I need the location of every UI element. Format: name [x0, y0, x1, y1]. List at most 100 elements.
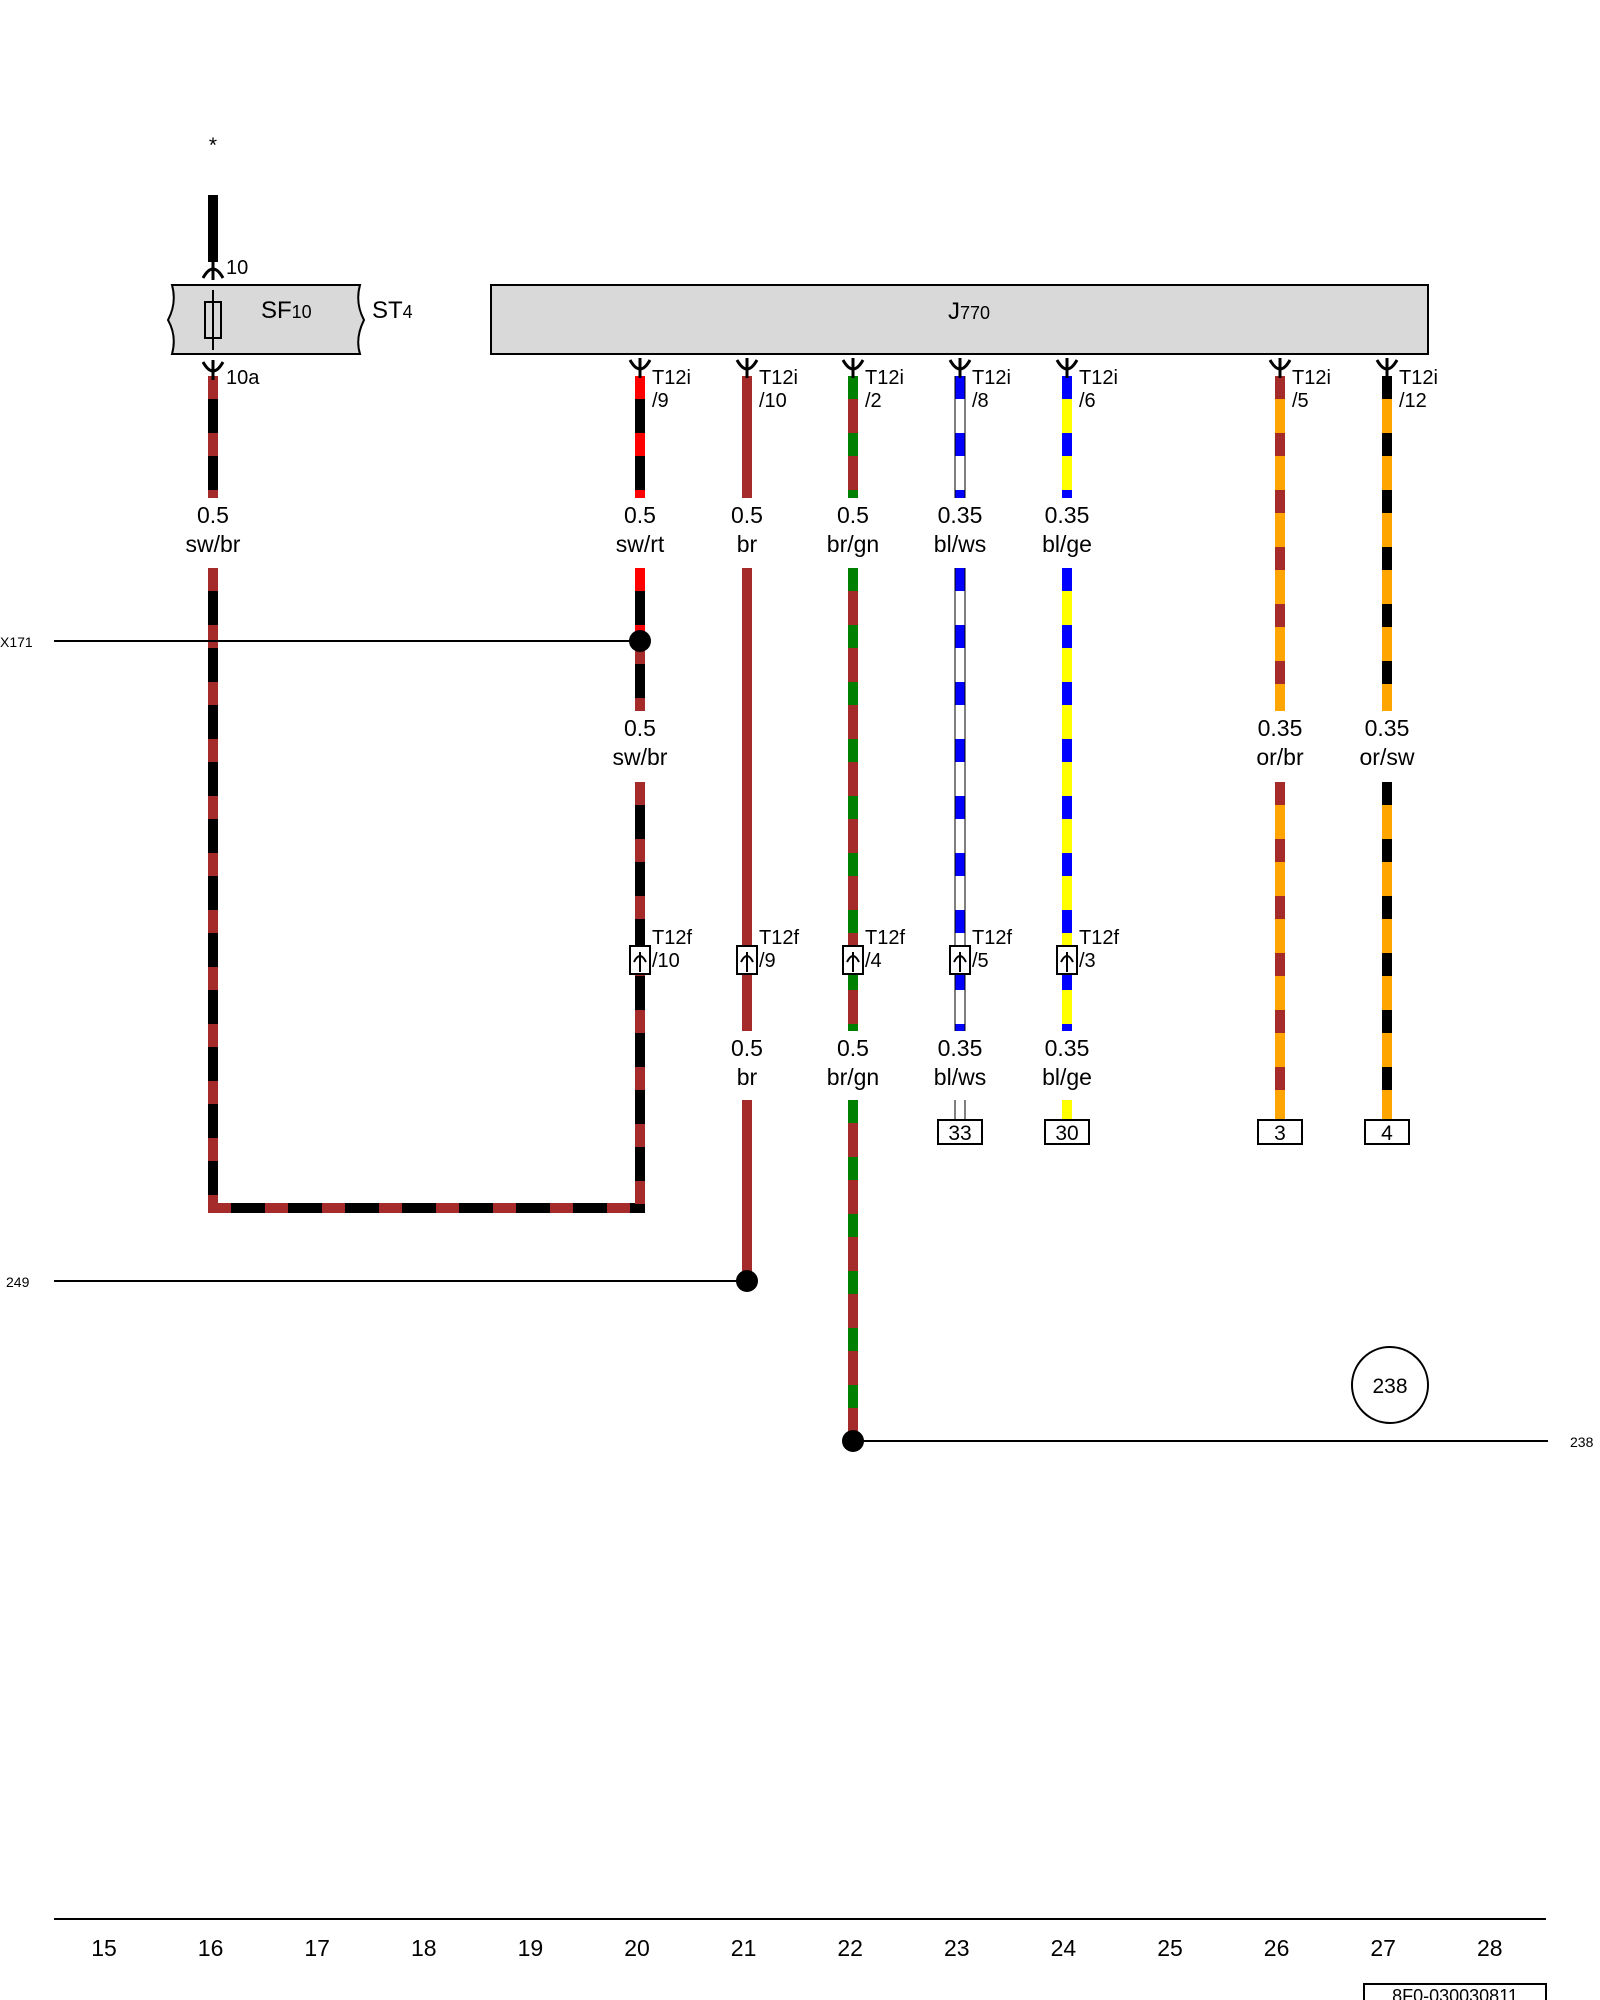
inline-pin-number: /9: [759, 950, 776, 972]
wire-label-size: 0.5: [837, 502, 869, 528]
wire-label-size: 0.5: [731, 502, 763, 528]
wire-label-color: bl/ws: [934, 531, 986, 557]
wire-label-size: 0.5: [731, 1035, 763, 1061]
wire-label-size: 0.5: [197, 502, 229, 528]
fuse-label: SF10: [261, 297, 312, 324]
inline-pin-code: T12f: [972, 927, 1012, 949]
column-number: 25: [1157, 1935, 1183, 1961]
wire-label-color: br/gn: [827, 1064, 879, 1090]
column-number: 28: [1477, 1935, 1503, 1961]
wire-bl-ws-a: [954, 376, 966, 498]
column-number: 15: [91, 1935, 117, 1961]
module-pin-socket: [628, 358, 652, 378]
module-pin-code: T12i: [1399, 367, 1438, 389]
wire-label-color: or/br: [1256, 744, 1304, 770]
wire-label-color: bl/ge: [1042, 531, 1092, 557]
inline-pin-code: T12f: [1079, 927, 1119, 949]
terminal-box: 4: [1364, 1119, 1410, 1145]
module-pin-socket: [1268, 358, 1292, 378]
ref-x171-label: X171: [0, 634, 33, 650]
control-module-j770: J770: [490, 284, 1429, 355]
wire-label-color: sw/br: [186, 531, 241, 557]
wire-label-color: or/sw: [1360, 744, 1415, 770]
module-pin-socket: [735, 358, 759, 378]
inline-connector: [629, 945, 651, 975]
wire-label-color: bl/ge: [1042, 1064, 1092, 1090]
terminal-number: 33: [948, 1122, 971, 1145]
column-number: 23: [944, 1935, 970, 1961]
reference-line-x171: X171: [0, 630, 651, 652]
wire-label-color: br: [737, 1064, 758, 1090]
inline-pin-number: /3: [1079, 950, 1096, 972]
fuse-holder-st4: SF10 ST4 10 10a: [166, 257, 413, 389]
wire-label-color: br: [737, 531, 758, 557]
wire-label-color: bl/ws: [934, 1064, 986, 1090]
inline-connector: [1056, 945, 1078, 975]
module-pin-number: /10: [759, 390, 787, 412]
module-pin-socket: [1055, 358, 1079, 378]
column-number: 22: [837, 1935, 863, 1961]
wire-label-size: 0.35: [1365, 715, 1410, 741]
terminal-number: 30: [1055, 1122, 1078, 1145]
terminal-number: 4: [1381, 1122, 1393, 1145]
wire-labels: 0.5 sw/br 0.5 sw/rt 0.5 br 0.5 br/gn 0.35 bl/ws 0.…: [186, 502, 1415, 1090]
module-pin-code: T12i: [1079, 367, 1118, 389]
junction-dot: [736, 1270, 758, 1292]
wire-label-size: 0.5: [624, 502, 656, 528]
module-pin-socket: [1375, 358, 1399, 378]
fuse-pin-in-socket: [201, 260, 225, 280]
ref-238-label: 238: [1570, 1434, 1594, 1450]
module-pin-socket: [841, 358, 865, 378]
fuse-panel-label: ST4: [372, 297, 413, 324]
reference-line-249: 249: [6, 1270, 758, 1292]
wire-label-size: 0.5: [837, 1035, 869, 1061]
inline-connector: [736, 945, 758, 975]
module-pin-socket: [948, 358, 972, 378]
module-pin-code: T12i: [865, 367, 904, 389]
inline-pin-code: T12f: [865, 927, 905, 949]
inline-pin-code: T12f: [759, 927, 799, 949]
column-number: 18: [411, 1935, 437, 1961]
terminal-box: 3: [1257, 1119, 1303, 1145]
inline-connector: [949, 945, 971, 975]
wire-label-size: 0.35: [938, 502, 983, 528]
terminal-box: 30: [1044, 1119, 1090, 1145]
circle-reference: 238: [1351, 1346, 1429, 1424]
junction-dot: [629, 630, 651, 652]
circle-reference-label: 238: [1372, 1375, 1407, 1398]
module-pin-code: T12i: [652, 367, 691, 389]
wire-label-color: sw/br: [613, 744, 668, 770]
fuse-pin-out-socket: [201, 360, 225, 380]
inline-pin-number: /4: [865, 950, 882, 972]
column-number: 26: [1264, 1935, 1290, 1961]
module-pin-code: T12i: [972, 367, 1011, 389]
fuse-pin-in: 10: [226, 257, 248, 279]
terminal-box: 33: [937, 1119, 983, 1145]
document-id-box: 8F0-030030811: [1363, 1983, 1547, 2000]
connector-pins: T12i/9T12i/10T12i/2T12i/8T12i/6T12i/5T12…: [201, 260, 1438, 975]
column-number: 21: [731, 1935, 757, 1961]
wire-label-color: sw/rt: [616, 531, 665, 557]
inline-pin-code: T12f: [652, 927, 692, 949]
inline-pin-number: /10: [652, 950, 680, 972]
wire-label-size: 0.35: [1045, 502, 1090, 528]
module-pin-number: /6: [1079, 390, 1096, 412]
column-number: 16: [198, 1935, 224, 1961]
column-number: 27: [1370, 1935, 1396, 1961]
wire-bl-ws-c: [954, 1100, 966, 1121]
wire-label-size: 0.5: [624, 715, 656, 741]
wire-label-color: br/gn: [827, 531, 879, 557]
column-number: 19: [518, 1935, 544, 1961]
inline-connector: [842, 945, 864, 975]
wire-label-size: 0.35: [1045, 1035, 1090, 1061]
wire-label-size: 0.35: [938, 1035, 983, 1061]
column-number: 24: [1051, 1935, 1077, 1961]
module-pin-number: /9: [652, 390, 669, 412]
wires: [208, 195, 1392, 1441]
document-id: 8F0-030030811: [1392, 1986, 1518, 2000]
module-label: J770: [948, 298, 990, 325]
module-pin-number: /8: [972, 390, 989, 412]
reference-line-238: 238: [842, 1430, 1594, 1452]
